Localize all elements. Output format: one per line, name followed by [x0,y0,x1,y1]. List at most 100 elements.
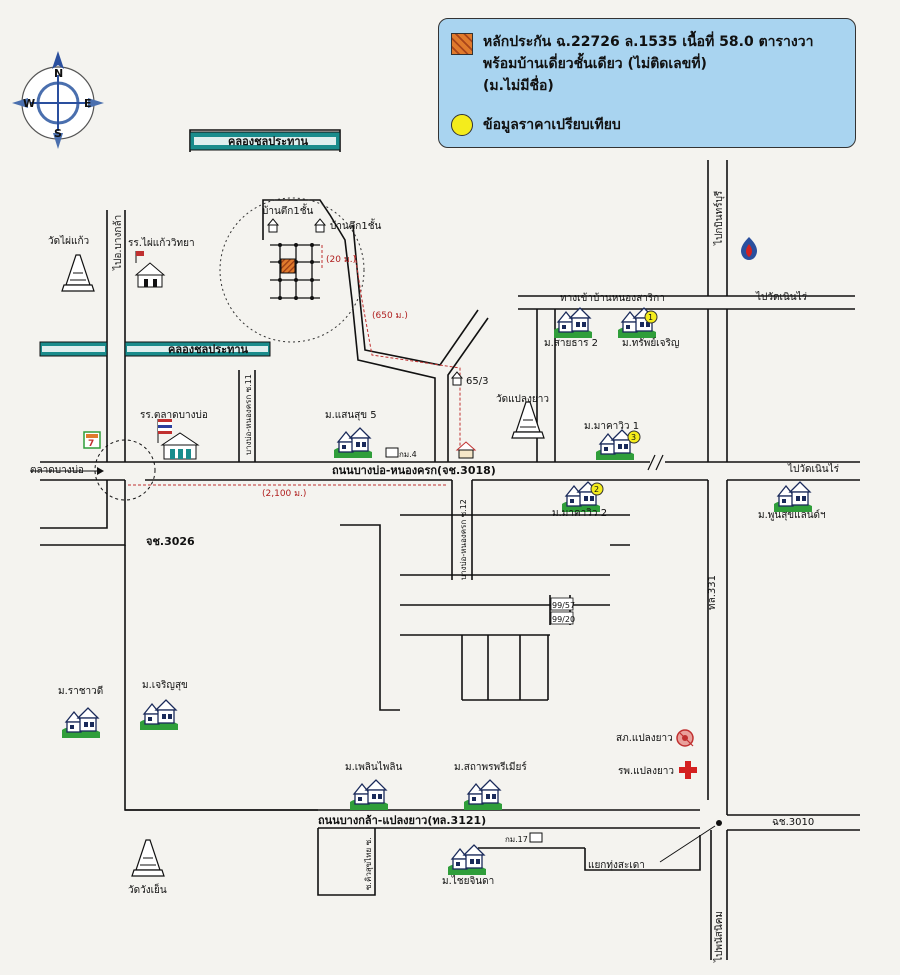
village-chaicharoen: ม.ไชยจินดา [442,844,494,887]
legend-collateral: หลักประกัน ฉ.22726 ล.1535 เนื้อที่ 58.0 … [451,31,813,97]
canal-top: คลองชลประทาน [189,131,341,151]
wat-plaeng-yao-icon [511,401,545,439]
highway-331 [707,160,728,960]
village-phloen-phrai: ม.เพลินไพลิน [345,761,402,811]
road-jc3026-label: จช.3026 [146,535,195,548]
svg-text:3: 3 [631,433,636,442]
distance-20m: (20 ม.) [326,255,356,265]
svg-text:7: 7 [88,439,94,449]
collateral-plot [280,258,296,274]
compass-e: E [84,97,92,110]
comparison-marker-3: 3 [627,430,641,444]
ptt-gas-icon [741,237,757,260]
soi-12-label: บางบ่อ-หนองครก ซ.12 [459,499,468,580]
school-pai-kaeo-label: รร.ไผ่แก้ววิทยา [128,237,195,249]
collateral-swatch [451,33,473,55]
legend-collateral-line3: (ม.ไม่มีชื่อ) [483,78,554,94]
to-bangkla-label: ไปอ.บางกล้า [112,215,124,271]
svg-text:ม.สถาพรพรีเมียร์: ม.สถาพรพรีเมียร์ [454,761,527,773]
to-wat-noen-rai-mid: ไปวัดเนินไร่ [787,463,840,475]
junction-dot [716,820,722,826]
svg-text:ม.แสนสุข 5: ม.แสนสุข 5 [325,410,377,421]
school-pai-kaeo-icon [134,251,166,288]
distance-2100m: (2,100 ม.) [262,489,306,499]
soi-11 [238,370,256,462]
svg-text:1: 1 [648,313,653,322]
svg-text:ม.ไชยจินดา: ม.ไชยจินดา [442,875,494,887]
house-label-a: บ้านตึก1ชั้น [262,203,313,217]
village-rachawadee: ม.ราชาวดี [58,685,103,739]
legend-comparison: ข้อมูลราคาเปรียบเทียบ [451,114,621,136]
hospital-label: รพ.แปลงยาว [618,766,674,777]
comparison-marker-1: 1 [644,310,658,324]
village-sap-charoen: ม.ทรัพย์เจริญ [617,307,679,349]
road-break-mark [647,454,664,471]
svg-text:ม.มาคาวิว 2: ม.มาคาวิว 2 [552,508,607,519]
house-label-b: บ้านตึก1ชั้น [330,218,381,232]
main-road-label: ถนนบางบ่อ-หนองครก(จช.3018) [332,464,496,477]
wat-plaeng-yao-label: วัดแปลงยาว [496,394,549,405]
bottom-road [125,809,860,831]
soi-bottom-label: ซ.คิวสุขไทย ซ. [364,837,373,890]
house-icon [450,371,464,386]
village-makawin-2: ม.มาคาวิว 2 [552,481,607,519]
school-talat-label: รร.ตลาดบางบ่อ [140,410,208,421]
compass-s: S [54,127,62,140]
school-talat-icon [157,419,200,460]
canal-top-label: คลองชลประทาน [228,135,309,148]
talat-circle [94,439,156,501]
village-maneerin-5: ม.แสนสุข 5 [325,410,377,459]
distance-650m: (650 ม.) [372,311,408,321]
police-icon [676,729,694,747]
compass-n: N [54,67,63,80]
arrow-icon [97,467,104,475]
legend-collateral-line1: หลักประกัน ฉ.22726 ล.1535 เนื้อที่ 58.0 … [483,34,814,50]
left-vertical-road [106,210,126,462]
house-number-99-20: 99/20 [552,615,575,624]
house-number-99-57: 99/57 [552,601,575,610]
km4-marker: กม.4 [385,447,417,459]
comparison-marker-2: 2 [590,482,604,496]
compass-rose: N S E W [12,51,104,149]
village-sathaporn: ม.สถาพรพรีเมียร์ [454,761,527,811]
village-charoen-suk: ม.เจริญสุข [139,680,188,731]
soi-11-label: บางบ่อ-หนองครก ซ.11 [244,374,253,455]
main-road [40,461,860,481]
house-number-65-3: 65/3 [466,376,488,387]
svg-text:ม.เพลินไพลิน: ม.เพลินไพลิน [345,761,402,773]
wat-wang-yen-label: วัดวังเย็น [128,882,167,896]
road-cc3010-label: ฉช.3010 [772,817,814,828]
svg-text:ม.สายธาร 2: ม.สายธาร 2 [544,338,598,349]
subdivision-roads [340,514,630,711]
km17-marker: กม.17 [505,832,543,844]
house-icon [266,218,327,233]
comparison-swatch [451,114,473,136]
wat-pai-kaeo-label: วัดไผ่แก้ว [48,235,89,247]
svg-text:2: 2 [594,485,599,494]
svg-text:ม.ราชาวดี: ม.ราชาวดี [58,685,103,697]
village-sai-than-2: ม.สายธาร 2 [544,307,598,349]
legend-comparison-label: ข้อมูลราคาเปรียบเทียบ [483,117,621,133]
seven-eleven-icon: 7 [83,431,101,449]
shrine-icon [455,441,477,459]
village-makawin-1: ม.มาคาวิว 1 [584,421,639,461]
subject-area-circle [219,197,365,343]
svg-text:ม.เจริญสุข: ม.เจริญสุข [142,680,188,691]
distance-markers [128,245,461,486]
junction-label: แยกทุ่งสะเดา [588,860,645,871]
hospital-icon [679,761,697,779]
compass-w: W [23,97,35,110]
village-phun-suk: ม.พูนสุขแลนด์ฯ [758,481,826,521]
soi-12 [451,480,473,580]
canal-middle-label: คลองชลประทาน [168,343,249,356]
to-wat-noen-rai-top: ไปวัดเนินไร่ [755,291,808,303]
to-kabin-label: ไปกบินทร์บุรี [713,190,725,246]
bottom-soi [317,828,701,896]
highway-331-label: ทล.331 [707,575,718,610]
legend-box: หลักประกัน ฉ.22726 ล.1535 เนื้อที่ 58.0 … [438,18,856,148]
road-jc3026 [40,480,318,811]
police-label: สภ.แปลงยาว [616,733,673,744]
canal-middle: คลองชลประทาน [39,341,271,357]
svg-text:ม.พูนสุขแลนด์ฯ: ม.พูนสุขแลนด์ฯ [758,509,826,521]
